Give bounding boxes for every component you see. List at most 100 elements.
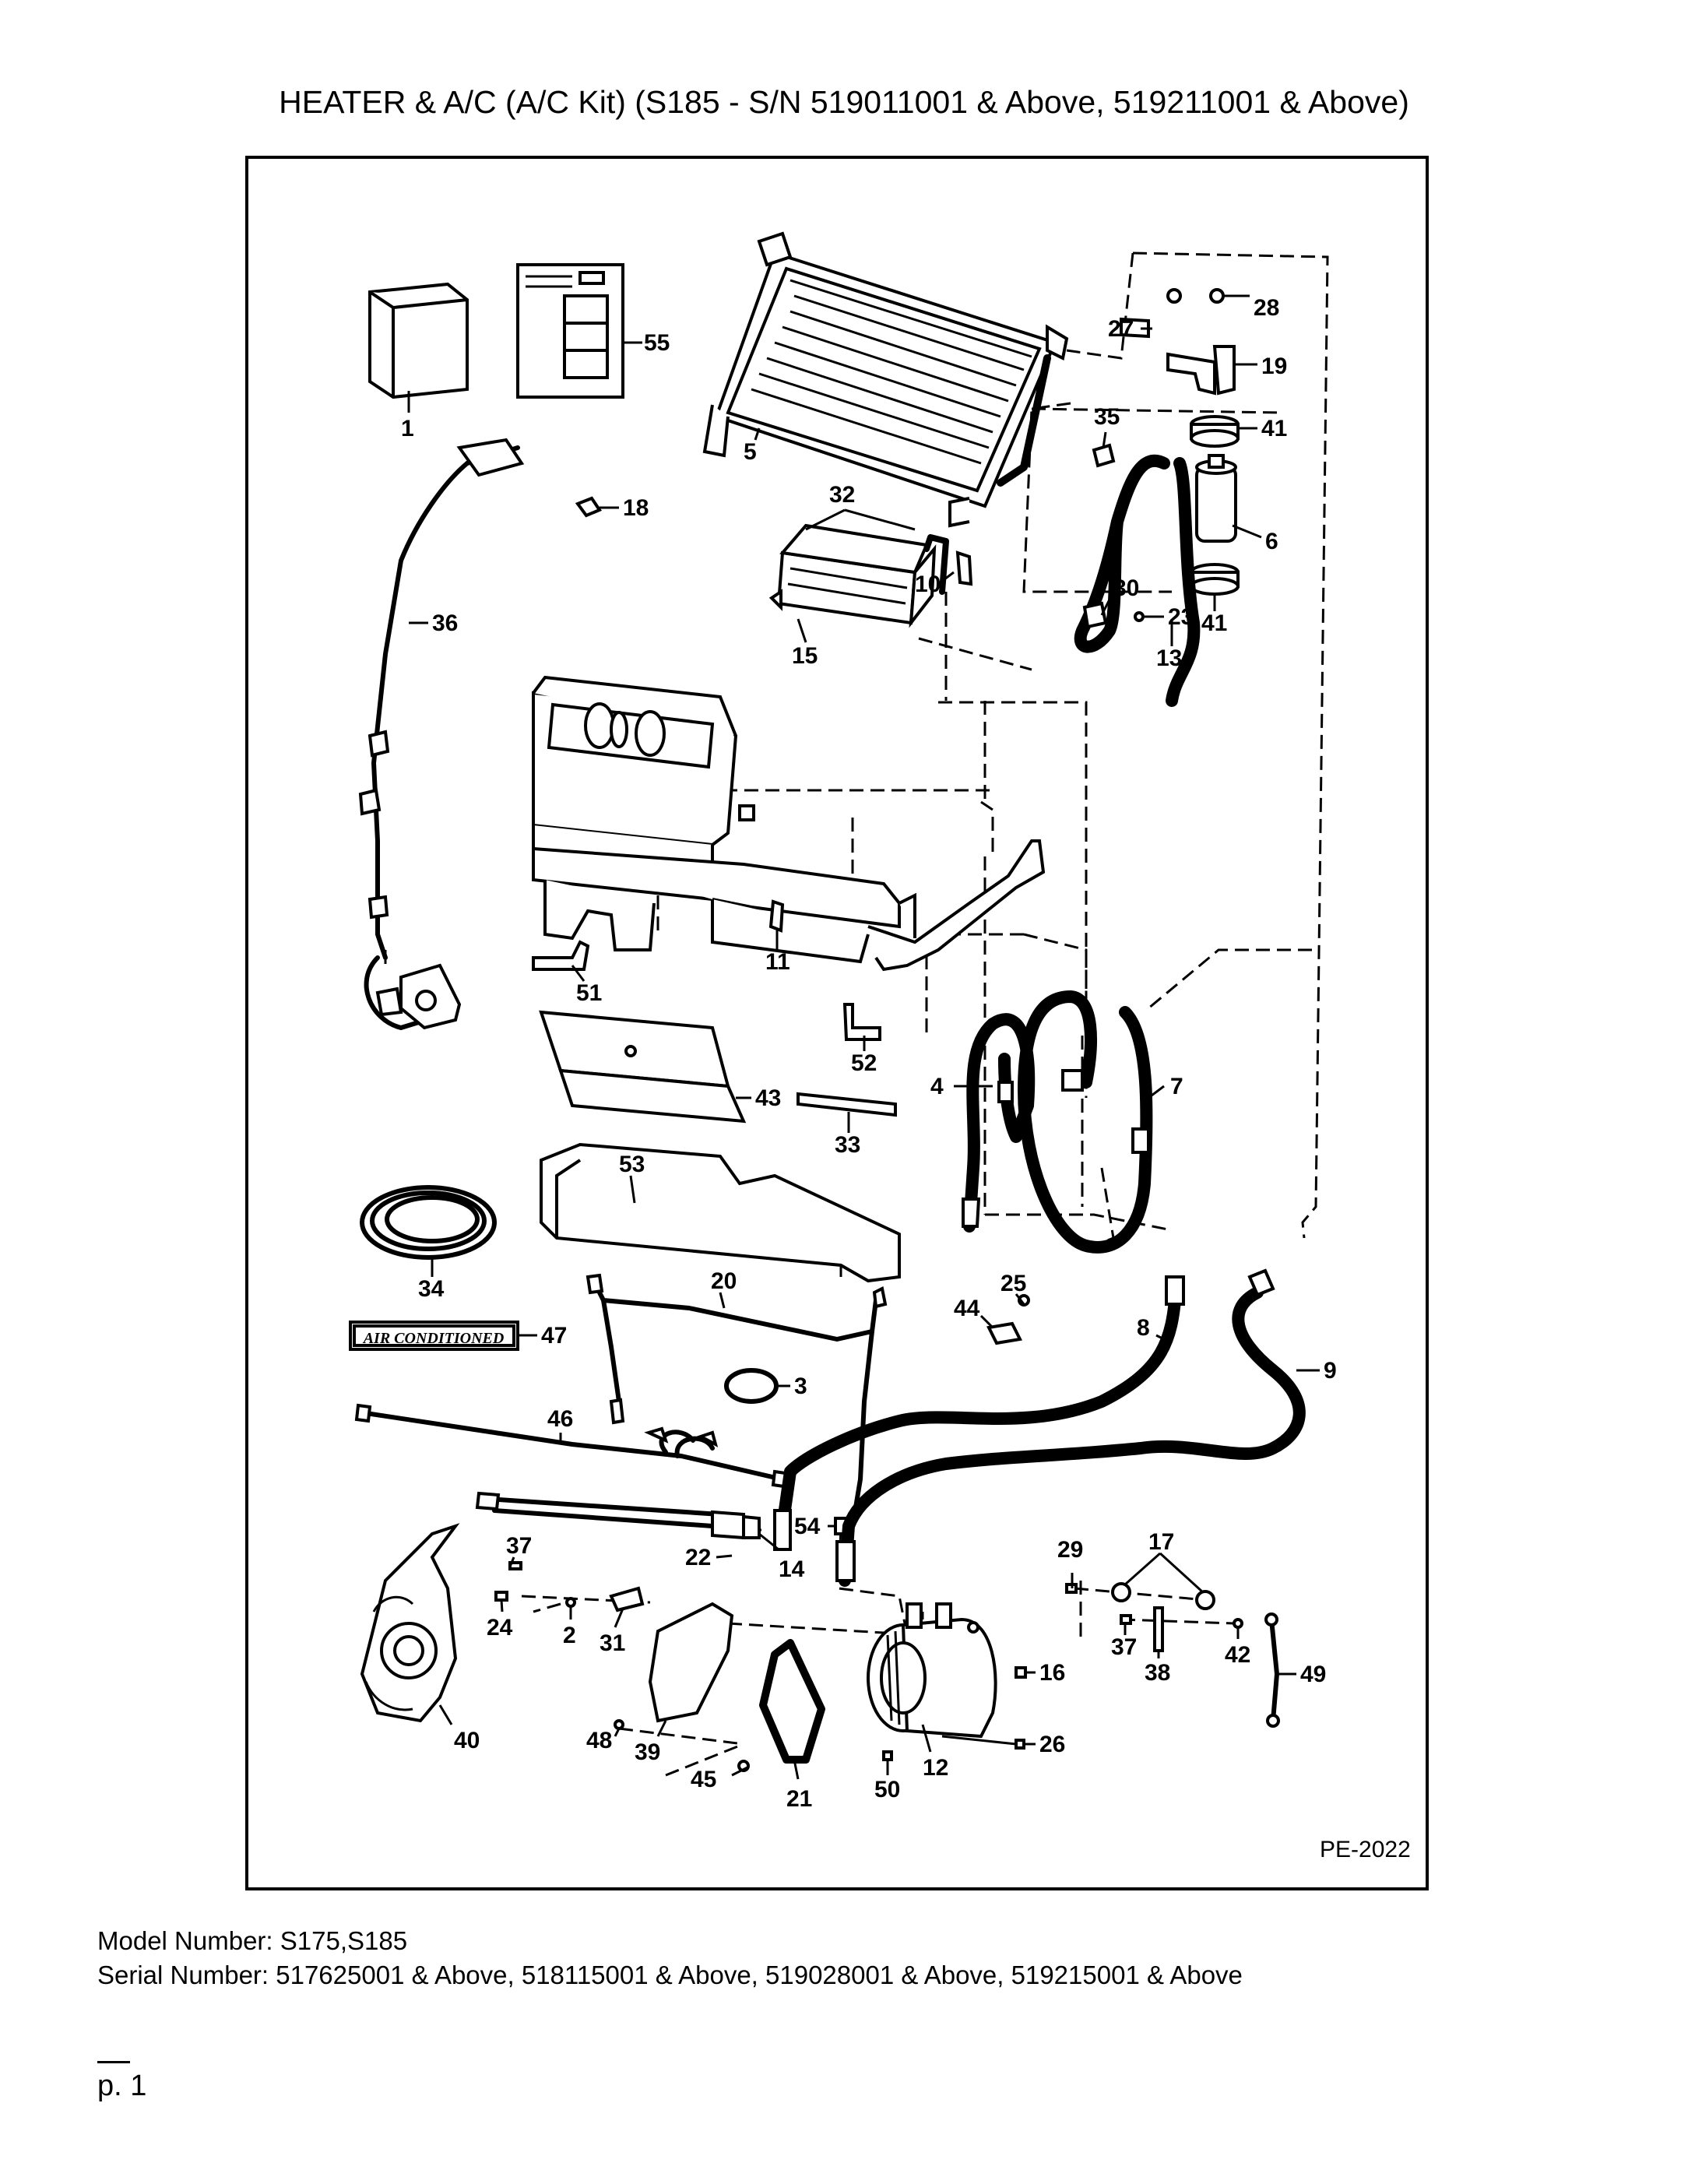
parts-diagram: AIR CONDITIONED [245,156,1429,1890]
part-6-receiver-drier [1190,415,1240,596]
callout-6: 6 [1265,529,1278,554]
callout-14: 14 [779,1556,805,1582]
callout-42: 42 [1225,1642,1250,1668]
callout-19: 19 [1261,353,1287,379]
callout-38: 38 [1145,1660,1170,1686]
callout-46: 46 [547,1406,573,1432]
part-14-harness [475,1491,761,1540]
callout-28: 28 [1254,295,1279,321]
part-11-clip [768,899,785,933]
callout-23: 23 [1168,604,1194,630]
page-number: p. 1 [97,2070,147,2102]
callout-5: 5 [744,439,757,465]
callout-27: 27 [1108,316,1134,342]
part-10-clip [955,550,973,586]
callout-35: 35 [1094,404,1120,430]
part-43-panel [539,1010,747,1124]
part-46-harness [354,1403,793,1489]
callout-20: 20 [711,1268,737,1294]
drawing-id: PE-2022 [1320,1837,1411,1862]
callout-4: 4 [930,1074,944,1099]
part-52-bracket [842,1003,881,1041]
callout-25: 25 [1000,1271,1026,1296]
part-51-bracket [532,940,590,971]
callout-53: 53 [619,1152,645,1177]
part-44-clamp [986,1294,1030,1345]
callout-12: 12 [923,1755,948,1781]
part-17-clamps [1065,1582,1243,1652]
part-5-condenser [702,231,1069,528]
part-33-strip [797,1092,897,1117]
part-18-connector [575,496,603,518]
part-9-hose [835,1268,1306,1587]
hardware-compressor [882,1666,1027,1761]
leader-lines [407,294,1320,1780]
callout-3: 3 [794,1373,807,1399]
callout-26: 26 [1039,1732,1065,1757]
footer-rule [97,2061,130,2063]
callout-32: 32 [829,482,855,508]
callout-44: 44 [954,1296,980,1321]
part-13-hose [1074,443,1201,707]
hardware-top-left [494,1561,645,1613]
callout-17: 17 [1148,1529,1174,1555]
part-36-harness [358,438,525,1030]
dashed-connections [384,251,1329,1777]
callout-36: 36 [432,610,458,636]
part-47-decal: AIR CONDITIONED [349,1321,519,1351]
callout-45: 45 [691,1767,716,1792]
model-number: Model Number: S175,S185 [97,1926,408,1955]
callout-37a: 37 [506,1533,532,1559]
callout-9: 9 [1324,1358,1337,1384]
callout-48: 48 [586,1728,612,1753]
callout-50: 50 [874,1777,900,1802]
part-34-drain-hose [360,1185,497,1260]
part-3-clamp [724,1368,779,1404]
callout-2: 2 [563,1623,576,1648]
callout-39: 39 [635,1739,660,1765]
part-12-compressor [867,1602,997,1739]
part-15-evaporator [768,523,949,628]
part-40-shroud [360,1523,460,1723]
callout-47: 47 [541,1323,567,1349]
part-7-hose [1018,990,1153,1254]
part-30-valve [1082,601,1145,629]
callout-54: 54 [794,1514,821,1539]
callout-1: 1 [401,416,414,441]
part-21-belt [759,1639,825,1764]
part-19-bracket [1120,288,1236,396]
callout-24: 24 [487,1615,513,1641]
callout-11: 11 [765,949,790,975]
callout-31: 31 [600,1630,625,1656]
callout-43: 43 [755,1085,781,1111]
callout-21: 21 [786,1786,812,1812]
callout-37b: 37 [1111,1634,1137,1660]
callout-labels: 1 55 5 27 28 19 35 41 18 32 6 41 36 15 1… [401,295,1411,1862]
callout-10: 10 [915,571,941,597]
diagram-frame [245,156,1429,1890]
part-1-box [368,282,469,399]
part-55-manual [516,263,624,399]
callout-22: 22 [685,1545,711,1570]
part-53-duct [540,1142,901,1283]
decal-text: AIR CONDITIONED [362,1330,505,1347]
callout-34: 34 [418,1276,445,1302]
part-8-hose [773,1275,1185,1551]
callout-33: 33 [835,1132,860,1158]
callout-55: 55 [644,330,670,356]
callout-51: 51 [576,980,602,1006]
callout-49: 49 [1300,1662,1326,1687]
callout-30: 30 [1113,575,1139,601]
callout-41a: 41 [1261,416,1287,441]
callout-13: 13 [1156,645,1182,671]
callout-16: 16 [1039,1660,1065,1686]
part-49-link [1264,1613,1280,1728]
serial-number: Serial Number: 517625001 & Above, 518115… [97,1961,1243,1989]
callout-15: 15 [792,643,818,669]
callout-8: 8 [1137,1315,1150,1341]
callout-52: 52 [851,1050,877,1076]
callout-7: 7 [1170,1074,1183,1099]
blower-housing [532,675,1046,972]
callout-40: 40 [454,1728,480,1753]
callout-29: 29 [1057,1537,1083,1563]
